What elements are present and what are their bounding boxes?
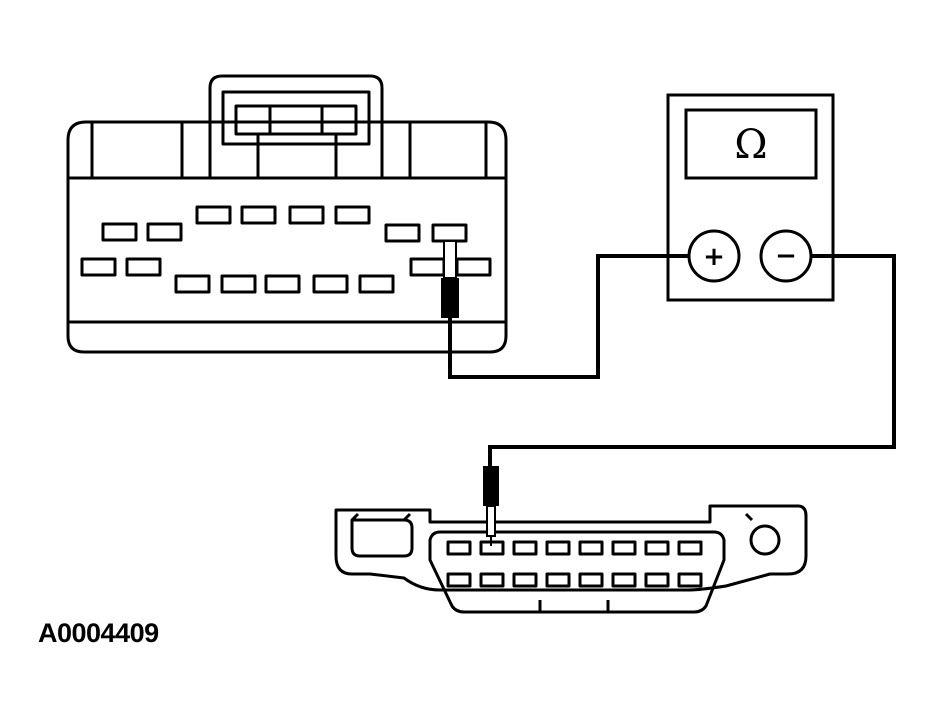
test-probe-icon xyxy=(483,466,499,546)
test-lead-wires xyxy=(448,254,896,468)
positive-terminal-label: + xyxy=(703,242,725,272)
test-probe-icon xyxy=(441,240,459,318)
meter-ohm-symbol: Ω xyxy=(734,122,767,168)
meter-display xyxy=(684,108,818,180)
ohmmeter-icon: Ω + − xyxy=(666,93,835,302)
obd-dlc-connector-icon xyxy=(334,504,808,614)
negative-lead-wire xyxy=(488,254,896,468)
positive-lead-wire xyxy=(448,254,689,379)
multi-pin-connector-icon xyxy=(66,74,508,354)
figure-id-label: A0004409 xyxy=(38,618,159,648)
negative-terminal-label: − xyxy=(775,241,797,271)
